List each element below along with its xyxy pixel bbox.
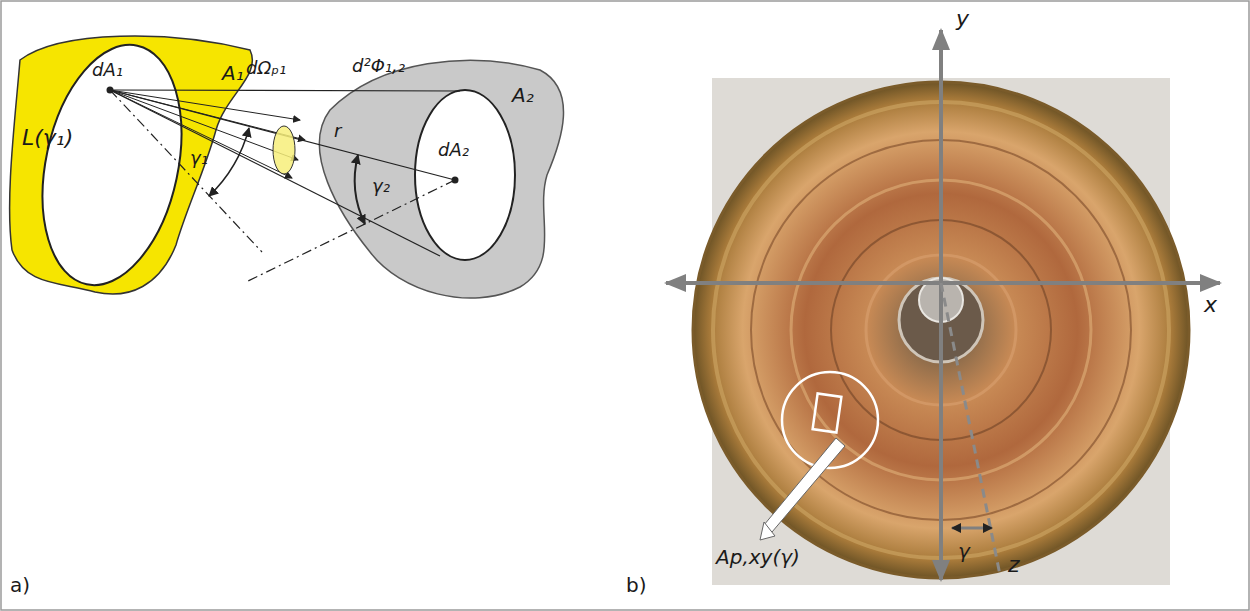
angle-label: γ₁ xyxy=(190,148,208,169)
axis-label: x xyxy=(1204,292,1217,317)
panel-letter: a) xyxy=(10,574,30,597)
radiance-label: L(γ₁) xyxy=(22,125,73,150)
axis-label: y xyxy=(956,6,969,31)
solid-angle-label: dΩₚ₁ xyxy=(246,58,286,79)
projected-area-label: Ap,xy(γ) xyxy=(716,546,800,569)
angle-label: γ xyxy=(958,540,970,563)
surface-label: A₁ xyxy=(222,62,244,85)
surface-label: A₂ xyxy=(512,84,534,107)
angle-label: γ₂ xyxy=(372,176,390,197)
panel-letter: b) xyxy=(626,574,647,597)
area-element-label: dA₁ xyxy=(92,60,123,81)
distance-label: r xyxy=(334,121,341,142)
axis-label: z xyxy=(1008,552,1020,577)
flux-label: d²Φ₁,₂ xyxy=(352,56,405,77)
area-element-label: dA₂ xyxy=(438,140,469,161)
